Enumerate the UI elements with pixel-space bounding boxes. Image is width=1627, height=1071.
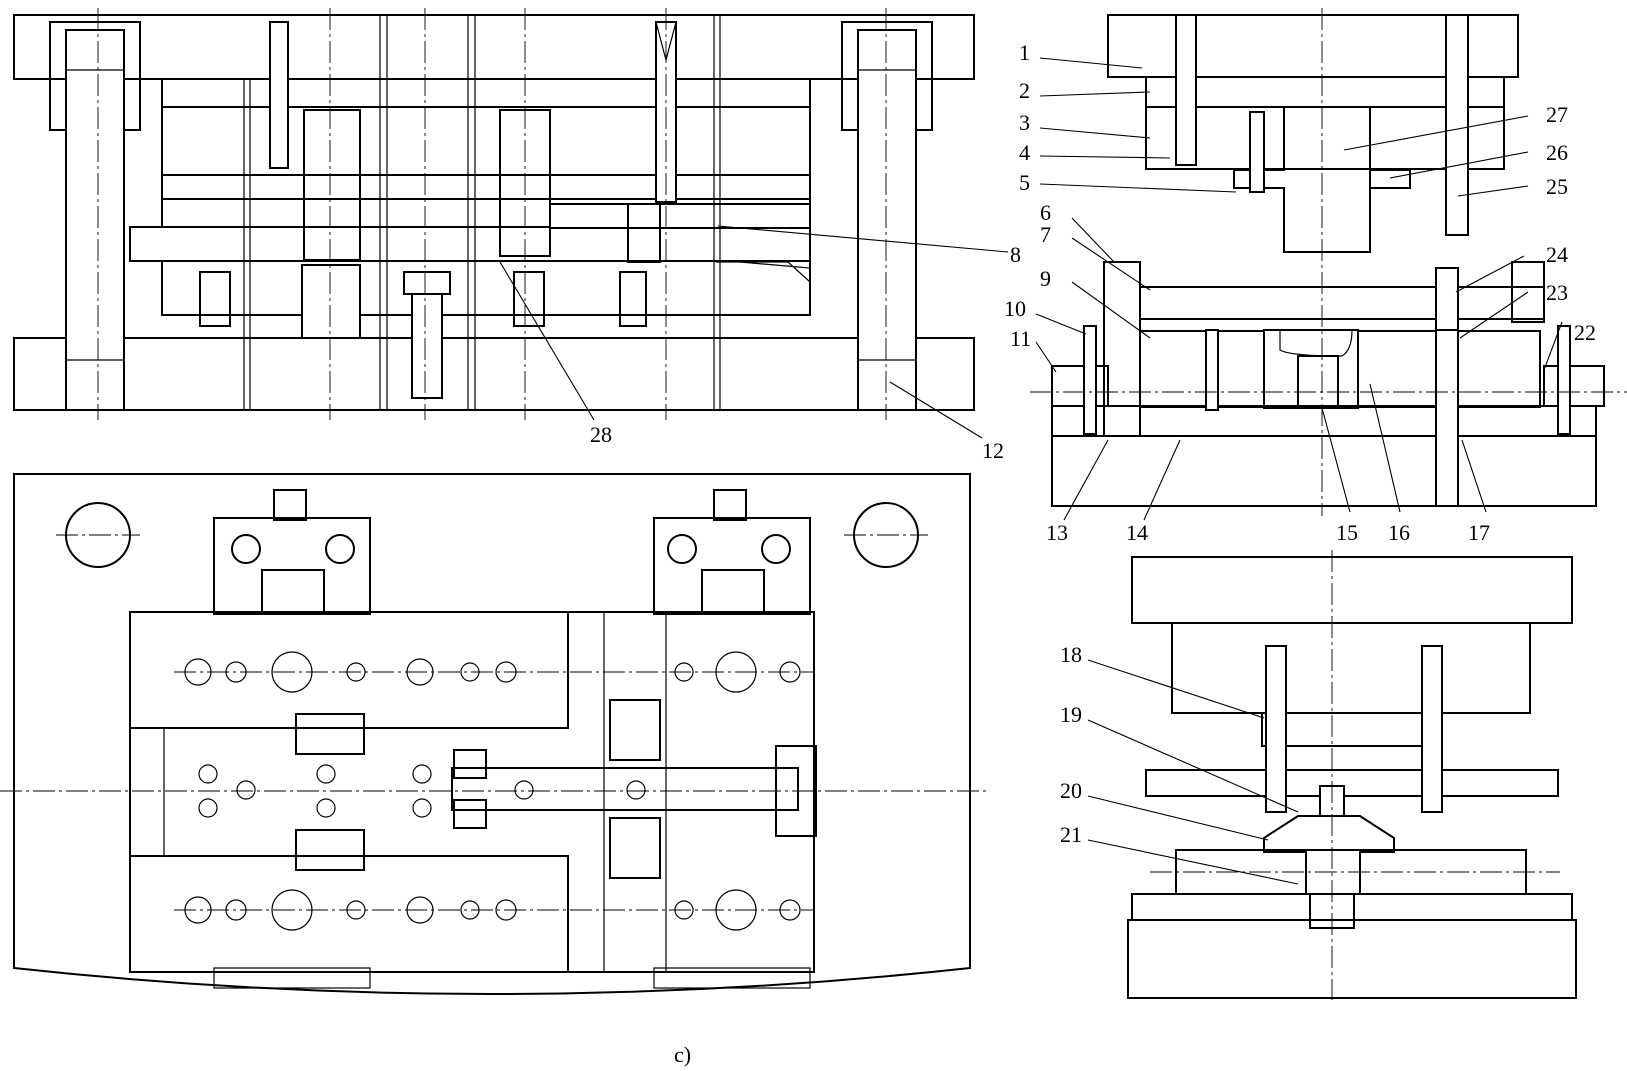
- part-label-25: 25: [1546, 174, 1568, 199]
- part-label-18: 18: [1060, 642, 1082, 667]
- part-label-16: 16: [1388, 520, 1410, 545]
- plan-view: [0, 473, 986, 995]
- part-label-12: 12: [982, 438, 1004, 463]
- part-label-9: 9: [1040, 266, 1051, 291]
- part-label-13: 13: [1046, 520, 1068, 545]
- front-section-view: [13, 8, 1009, 439]
- part-label-10: 10: [1004, 296, 1026, 321]
- part-label-20: 20: [1060, 778, 1082, 803]
- part-label-6: 6: [1040, 200, 1051, 225]
- part-label-17: 17: [1468, 520, 1490, 545]
- leader-lines: [1035, 57, 1563, 885]
- part-label-5: 5: [1019, 170, 1030, 195]
- part-label-3: 3: [1019, 110, 1030, 135]
- part-labels: 1 2 3 4 5 6 7 8 9 10 11 12 13 14 15 16 1…: [590, 40, 1596, 847]
- part-label-19: 19: [1060, 702, 1082, 727]
- figure-caption: c): [674, 1042, 691, 1067]
- part-label-7: 7: [1040, 222, 1051, 247]
- part-label-4: 4: [1019, 140, 1030, 165]
- part-label-23: 23: [1546, 280, 1568, 305]
- part-label-14: 14: [1126, 520, 1148, 545]
- part-label-1: 1: [1019, 40, 1030, 65]
- part-label-11: 11: [1010, 326, 1031, 351]
- part-label-2: 2: [1019, 78, 1030, 103]
- part-label-8: 8: [1010, 242, 1021, 267]
- part-label-28: 28: [590, 422, 612, 447]
- detail-section-view: [1127, 550, 1577, 1000]
- part-label-15: 15: [1336, 520, 1358, 545]
- part-label-22: 22: [1574, 320, 1596, 345]
- side-section-view: [1030, 8, 1627, 516]
- part-label-27: 27: [1546, 102, 1568, 127]
- part-label-21: 21: [1060, 822, 1082, 847]
- part-label-24: 24: [1546, 242, 1568, 267]
- part-label-26: 26: [1546, 140, 1568, 165]
